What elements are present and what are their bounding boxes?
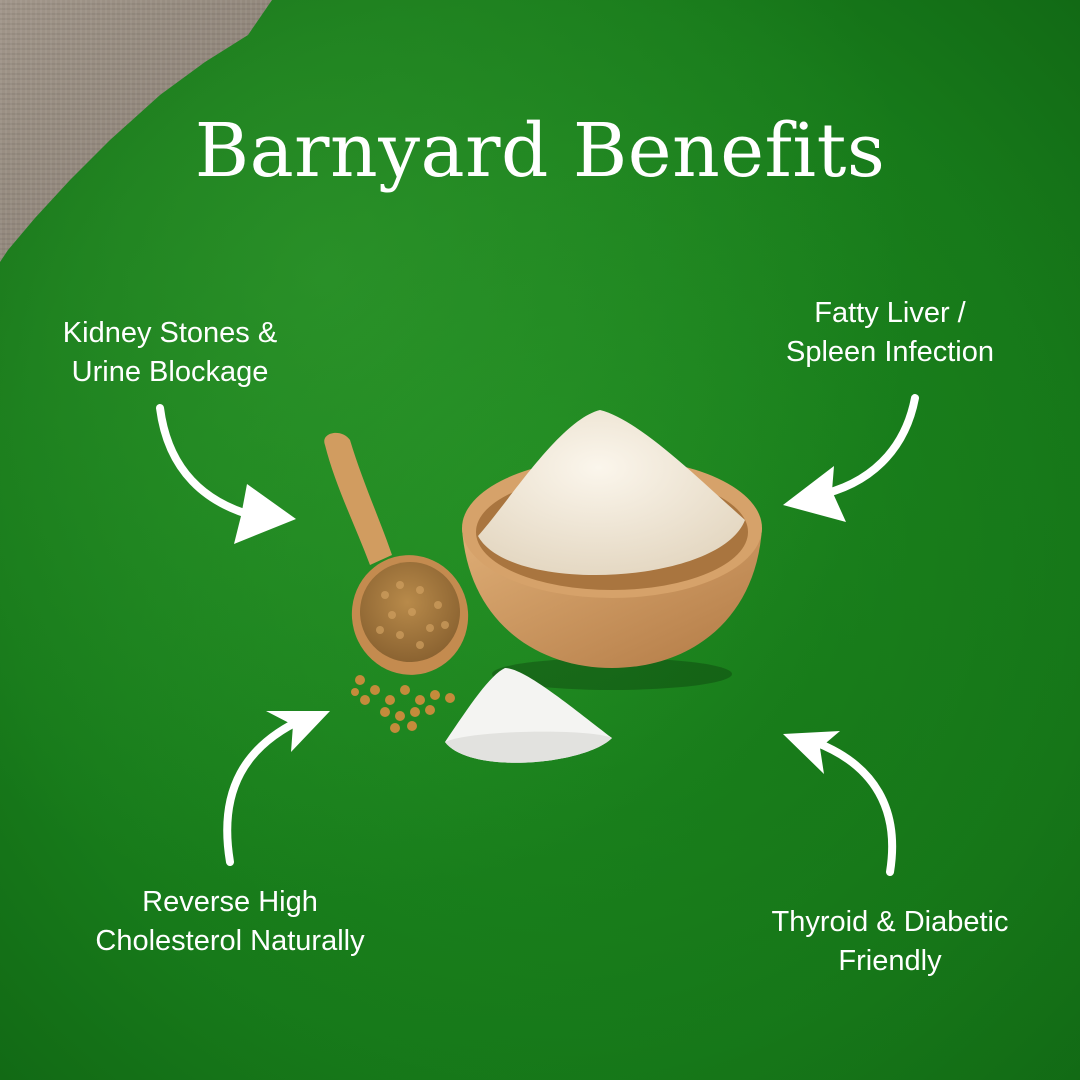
arrow-head xyxy=(234,484,296,544)
arrow-head xyxy=(266,711,330,752)
flour-pile-icon xyxy=(445,668,612,763)
benefit-line: Urine Blockage xyxy=(71,356,269,388)
arrow-icon xyxy=(811,738,897,876)
benefit-fatty-liver: Fatty Liver / Spleen Infection xyxy=(760,294,1020,372)
benefit-line: Kidney Stones & xyxy=(62,317,278,349)
arrow-head xyxy=(783,731,840,774)
millet-grain-icon xyxy=(351,675,455,733)
benefit-line: Fatty Liver / xyxy=(814,297,966,329)
benefit-kidney-stones: Kidney Stones & Urine Blockage xyxy=(40,314,300,392)
benefit-line: Friendly xyxy=(838,945,942,977)
benefit-line: Cholesterol Naturally xyxy=(95,925,365,957)
arrow-icon xyxy=(223,714,309,866)
arrow-head xyxy=(783,466,846,522)
benefit-cholesterol: Reverse High Cholesterol Naturally xyxy=(70,883,390,961)
page-title: Barnyard Benefits xyxy=(194,108,886,194)
benefit-thyroid: Thyroid & Diabetic Friendly xyxy=(740,903,1040,981)
benefit-line: Reverse High xyxy=(142,886,318,918)
wooden-bowl-icon xyxy=(462,410,762,690)
arrow-icon xyxy=(811,394,919,500)
benefit-line: Thyroid & Diabetic xyxy=(771,906,1009,938)
benefit-line: Spleen Infection xyxy=(786,336,994,368)
wooden-spoon-icon xyxy=(324,432,469,675)
